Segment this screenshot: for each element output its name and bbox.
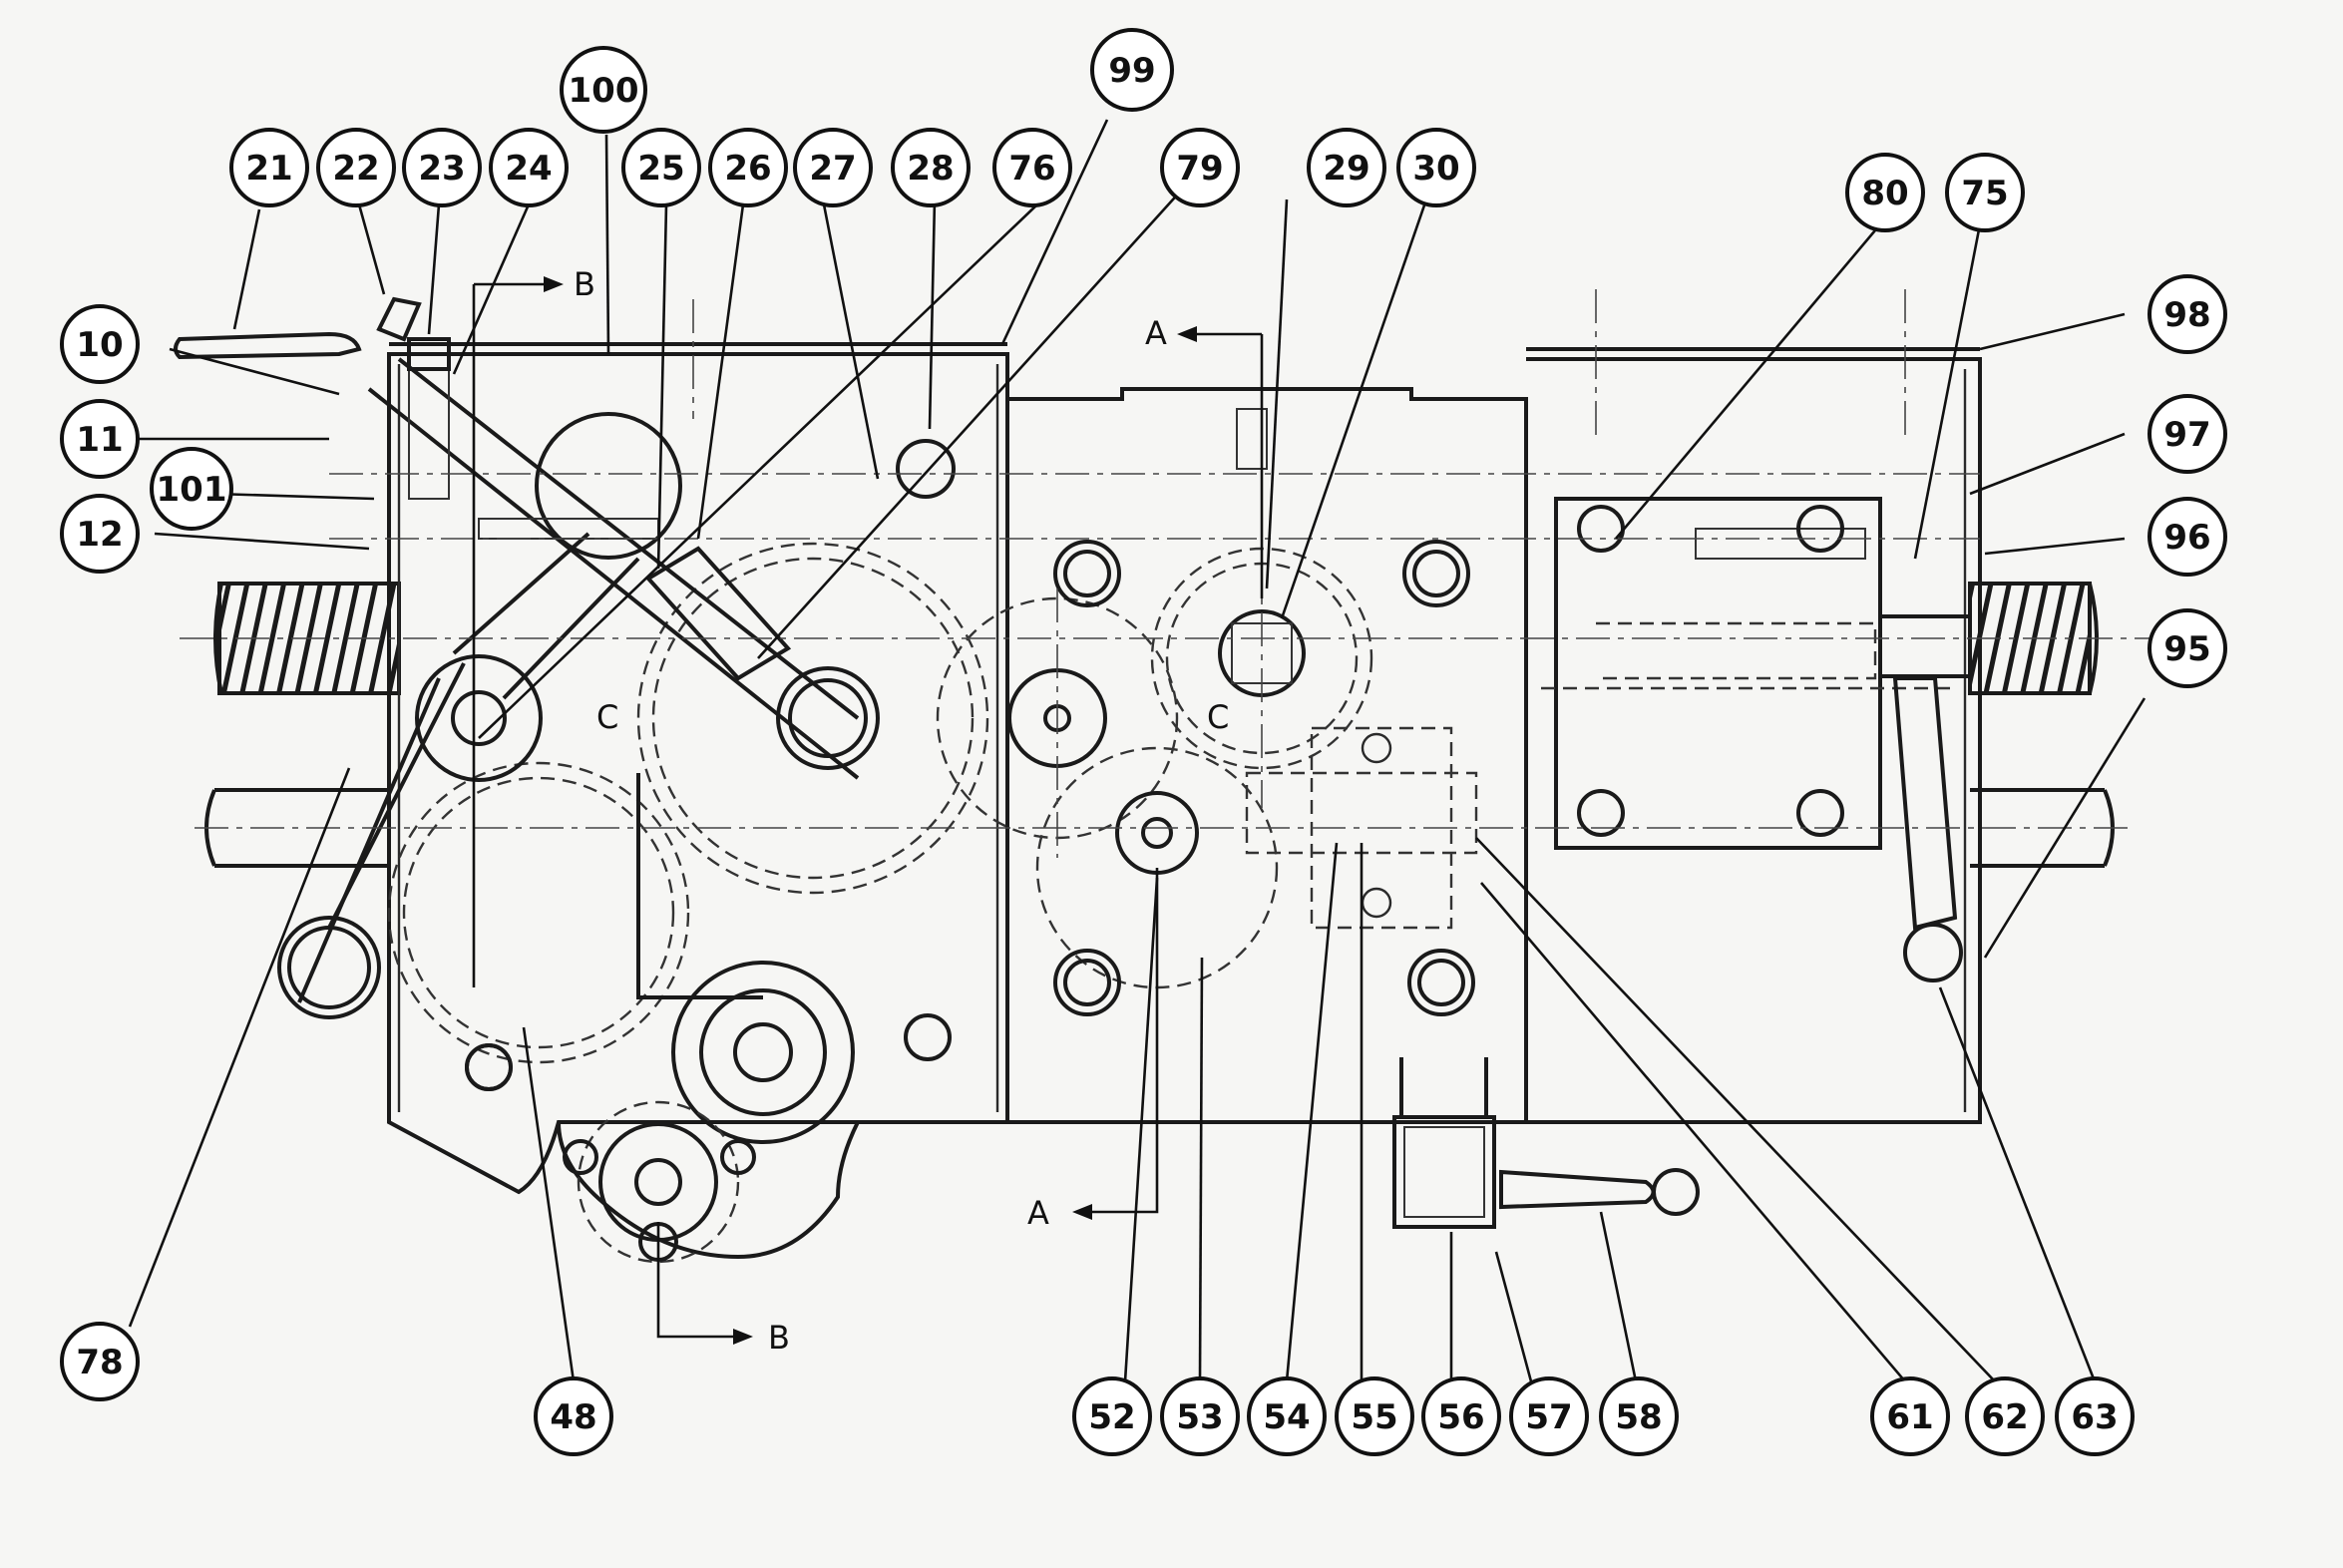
label-23: 23 — [418, 149, 465, 189]
label-58: 58 — [1615, 1397, 1662, 1437]
label-bubble-99: 99 — [1090, 28, 1174, 112]
label-bubble-10: 10 — [60, 304, 140, 384]
label-97: 97 — [2163, 415, 2210, 455]
label-10: 10 — [76, 325, 123, 365]
section-a-bottom-label: A — [1027, 1194, 1049, 1232]
label-bubble-97: 97 — [2148, 394, 2227, 474]
label-bubble-57: 57 — [1509, 1376, 1589, 1456]
label-48: 48 — [550, 1397, 596, 1437]
label-bubble-76: 76 — [992, 128, 1072, 207]
label-57: 57 — [1525, 1397, 1572, 1437]
label-bubble-22: 22 — [316, 128, 396, 207]
linkage — [174, 296, 860, 1003]
label-62: 62 — [1981, 1397, 2028, 1437]
apron-housing — [387, 342, 1982, 1260]
right-controls — [1245, 676, 1963, 1229]
label-bubble-101: 101 — [150, 447, 233, 531]
label-55: 55 — [1351, 1397, 1397, 1437]
label-63: 63 — [2071, 1397, 2118, 1437]
label-61: 61 — [1886, 1397, 1933, 1437]
label-bubble-62: 62 — [1965, 1376, 2045, 1456]
label-bubble-79: 79 — [1160, 128, 1240, 207]
label-11: 11 — [76, 420, 123, 460]
label-bubble-11: 11 — [60, 399, 140, 479]
label-bubble-27: 27 — [793, 128, 873, 207]
label-bubble-26: 26 — [708, 128, 788, 207]
label-96: 96 — [2163, 518, 2210, 558]
label-bubble-98: 98 — [2148, 274, 2227, 354]
label-bubble-25: 25 — [621, 128, 701, 207]
label-95: 95 — [2163, 629, 2210, 669]
label-bubble-56: 56 — [1421, 1376, 1501, 1456]
label-bubble-58: 58 — [1599, 1376, 1679, 1456]
gears-middle — [936, 408, 1475, 1016]
label-26: 26 — [724, 149, 771, 189]
label-78: 78 — [76, 1343, 123, 1382]
label-52: 52 — [1088, 1397, 1135, 1437]
leader-lines — [110, 119, 2147, 1382]
label-bubble-63: 63 — [2055, 1376, 2135, 1456]
label-56: 56 — [1437, 1397, 1484, 1437]
label-75: 75 — [1961, 174, 2008, 213]
label-bubble-21: 21 — [229, 128, 309, 207]
section-b-bottom-label: B — [768, 1319, 790, 1357]
label-25: 25 — [637, 149, 684, 189]
section-c-right-label: C — [1207, 698, 1229, 736]
cover-plate — [1541, 497, 1972, 850]
label-80: 80 — [1861, 174, 1908, 213]
label-bubble-29: 29 — [1307, 128, 1386, 207]
label-bubble-80: 80 — [1845, 153, 1925, 232]
center-lines — [180, 289, 2154, 858]
label-98: 98 — [2163, 295, 2210, 335]
label-bubble-53: 53 — [1160, 1376, 1240, 1456]
label-54: 54 — [1263, 1397, 1310, 1437]
label-24: 24 — [505, 149, 552, 189]
label-99: 99 — [1108, 51, 1155, 91]
label-bubble-96: 96 — [2148, 497, 2227, 577]
label-22: 22 — [332, 149, 379, 189]
label-27: 27 — [809, 149, 856, 189]
label-76: 76 — [1008, 149, 1055, 189]
label-bubble-100: 100 — [560, 46, 647, 134]
label-bubble-28: 28 — [891, 128, 971, 207]
label-21: 21 — [245, 149, 292, 189]
section-b-top-label: B — [574, 265, 595, 303]
label-bubble-54: 54 — [1247, 1376, 1327, 1456]
label-53: 53 — [1176, 1397, 1223, 1437]
label-79: 79 — [1176, 149, 1223, 189]
label-bubble-23: 23 — [402, 128, 482, 207]
label-101: 101 — [157, 470, 227, 510]
label-bubble-30: 30 — [1396, 128, 1476, 207]
label-bubble-24: 24 — [489, 128, 569, 207]
label-30: 30 — [1412, 149, 1459, 189]
label-bubble-95: 95 — [2148, 608, 2227, 688]
label-100: 100 — [569, 71, 639, 111]
label-28: 28 — [907, 149, 954, 189]
label-bubble-75: 75 — [1945, 153, 2025, 232]
section-markers: B B A A C C — [472, 265, 1264, 1357]
label-bubble-52: 52 — [1072, 1376, 1152, 1456]
section-a-top-label: A — [1145, 314, 1167, 352]
label-bubble-61: 61 — [1870, 1376, 1950, 1456]
label-29: 29 — [1323, 149, 1369, 189]
label-bubble-12: 12 — [60, 494, 140, 574]
label-bubble-55: 55 — [1335, 1376, 1414, 1456]
screws — [465, 505, 1844, 1091]
label-bubble-48: 48 — [534, 1376, 613, 1456]
label-12: 12 — [76, 515, 123, 555]
label-bubble-78: 78 — [60, 1322, 140, 1401]
section-c-left-label: C — [596, 698, 618, 736]
